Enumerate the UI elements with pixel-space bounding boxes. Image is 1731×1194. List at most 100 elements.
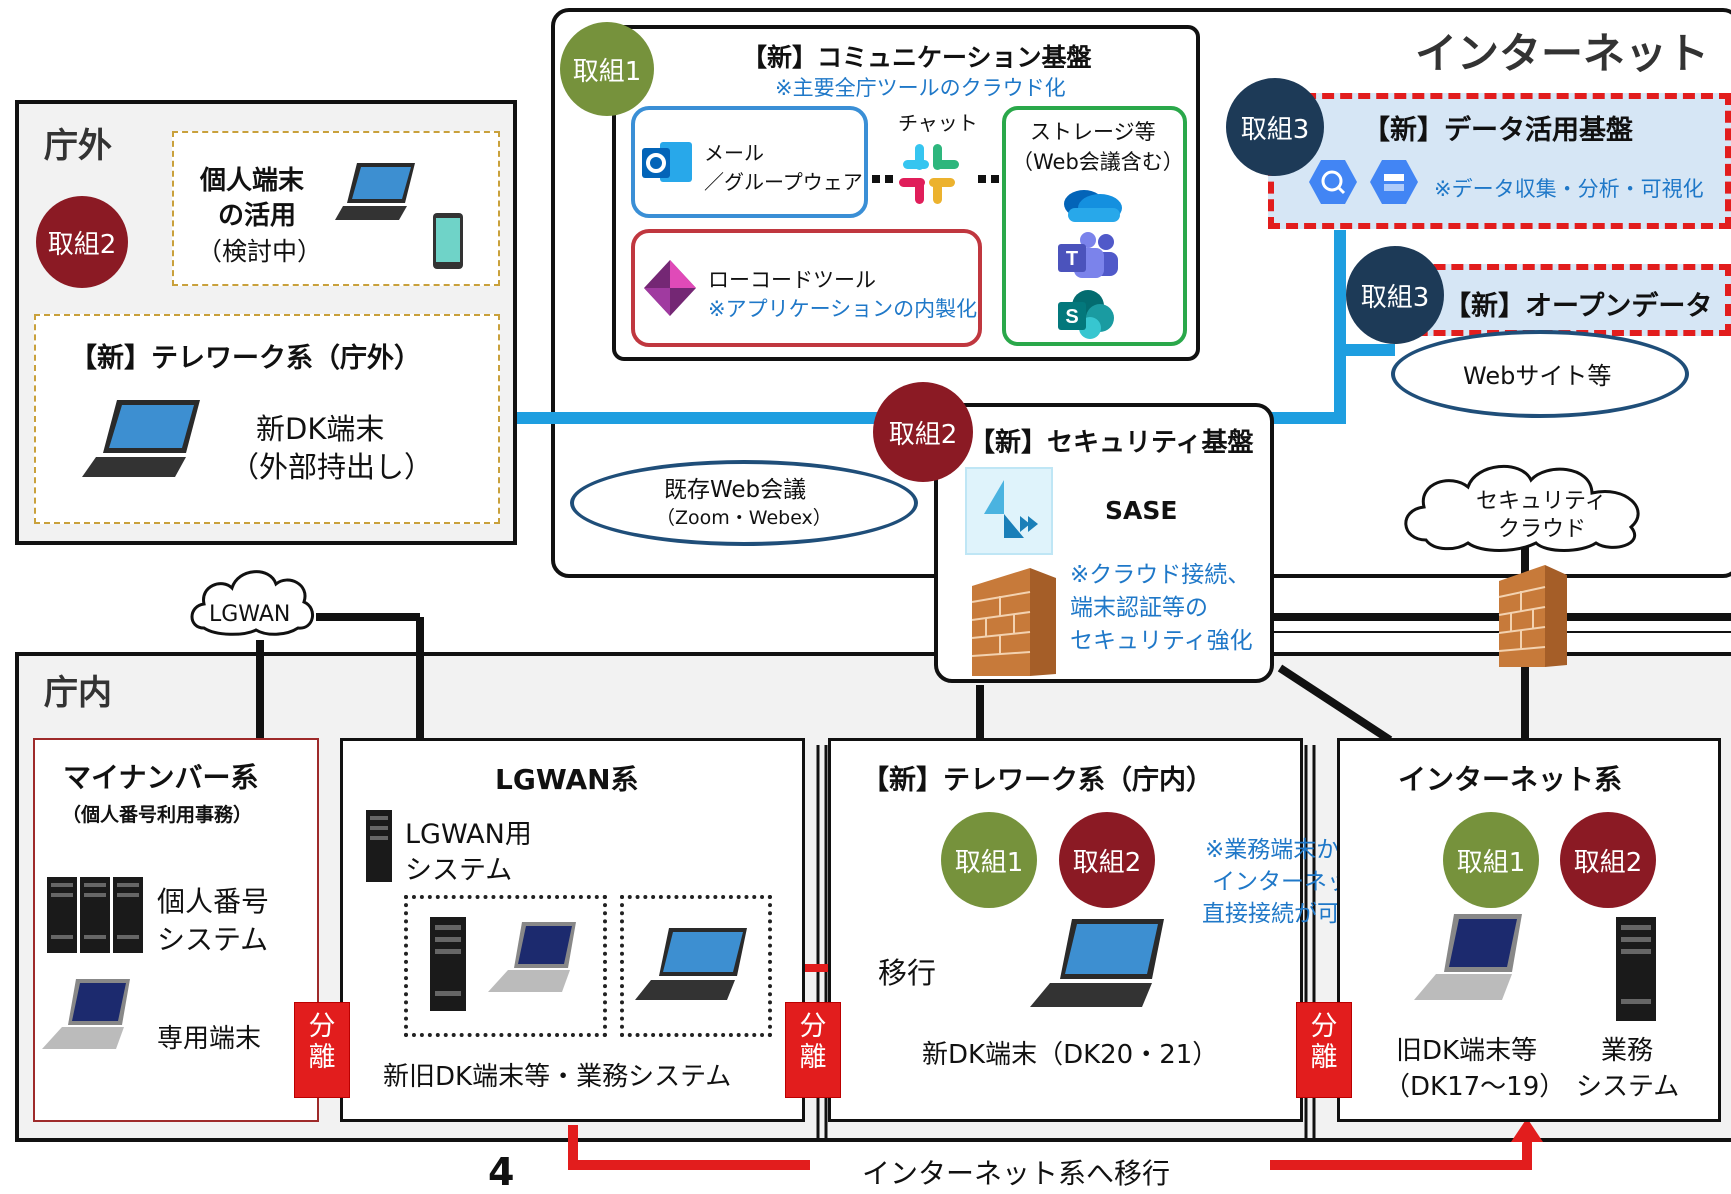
outlook-icon xyxy=(642,142,692,182)
mynumber-terminal: 専用端末 xyxy=(157,1024,262,1054)
personal-device-title-2: の活用 xyxy=(218,201,297,231)
lgwan-cloud-label: LGWAN xyxy=(209,602,291,627)
migrate-label: 移行 xyxy=(878,956,937,990)
bigquery-icon xyxy=(1309,160,1357,204)
telework-inside-title: 【新】テレワーク系（庁内） xyxy=(862,765,1213,796)
laptop-icon xyxy=(1414,914,1522,1000)
telework-outside-title: 【新】テレワーク系（庁外） xyxy=(70,343,421,374)
mail-label-1: メール xyxy=(704,141,764,165)
badge-initiative2-security: 取組2 xyxy=(873,382,973,482)
cloud-storage-icon xyxy=(1370,160,1418,204)
comm-platform-subtitle: ※主要全庁ツールのクラウド化 xyxy=(775,76,1066,100)
lowcode-box xyxy=(631,229,982,347)
website-ellipse xyxy=(1391,330,1689,418)
firewall-icon xyxy=(971,568,1056,676)
mynumber-system-1: 個人番号 xyxy=(157,885,270,918)
existing-meeting-label-2: （Zoom・Webex） xyxy=(656,507,832,529)
badge-initiative2-telework: 取組2 xyxy=(1059,812,1155,908)
badge-initiative2-outside: 取組2 xyxy=(36,196,128,288)
sase-icon xyxy=(965,467,1053,555)
storage-label-2: （Web会議含む） xyxy=(1012,150,1184,174)
personal-device-status: （検討中） xyxy=(197,237,323,266)
telework-outside-box xyxy=(34,314,500,524)
storage-box xyxy=(1002,106,1187,346)
internet-old-device-1: 旧DK端末等 xyxy=(1396,1036,1538,1066)
lowcode-label-1: ローコードツール xyxy=(708,268,876,292)
security-note-3: セキュリティ強化 xyxy=(1070,628,1253,654)
security-cloud-label-1: セキュリティ xyxy=(1476,489,1607,514)
laptop-icon xyxy=(82,400,200,477)
internet-area-title: インターネット xyxy=(1415,29,1710,78)
telework-outside-device-2: （外部持出し） xyxy=(230,450,434,484)
personal-device-title-1: 個人端末 xyxy=(200,166,305,196)
mynumber-title: マイナンバー系 xyxy=(63,761,259,794)
chat-label: チャット xyxy=(898,111,978,135)
lgwan-system-1: LGWAN用 xyxy=(405,819,532,850)
lgwan-caption: 新旧DK端末等・業務システム xyxy=(383,1062,732,1092)
internet-biz-system-1: 業務 xyxy=(1601,1036,1654,1066)
lgwan-cloud-shape xyxy=(190,570,314,636)
connector-dots xyxy=(872,175,999,183)
power-apps-icon xyxy=(644,260,696,316)
telework-outside-device-1: 新DK端末 xyxy=(256,412,385,446)
telework-inside-box xyxy=(828,738,1303,1122)
slack-icon xyxy=(899,144,959,204)
internet-inside-title: インターネット系 xyxy=(1398,763,1623,796)
security-note-1: ※クラウド接続、 xyxy=(1070,562,1251,588)
internet-biz-system-2: システム xyxy=(1576,1072,1680,1102)
mynumber-system-2: システム xyxy=(157,923,269,956)
sharepoint-icon: S xyxy=(1058,290,1114,339)
onedrive-icon xyxy=(1064,190,1122,222)
separation-badge: 分離 xyxy=(1296,1002,1352,1098)
security-cloud-shape xyxy=(1404,464,1640,552)
mail-box xyxy=(631,106,868,218)
separation-badge: 分離 xyxy=(785,1002,841,1098)
telework-inside-device: 新DK端末（DK20・21） xyxy=(922,1040,1219,1070)
laptop-icon xyxy=(635,928,747,1000)
open-data-title: 【新】オープンデータ xyxy=(1444,291,1713,322)
badge-initiative1-telework: 取組1 xyxy=(941,812,1037,908)
svg-text:S: S xyxy=(1065,306,1078,328)
lgwan-system-2: システム xyxy=(405,855,513,886)
data-platform-title: 【新】データ活用基盤 xyxy=(1363,115,1633,146)
badge-initiative3-open-data: 取組3 xyxy=(1346,246,1444,344)
lowcode-label-2: ※アプリケーションの内製化 xyxy=(708,297,978,321)
svg-text:T: T xyxy=(1066,248,1078,270)
security-note-2: 端末認証等の xyxy=(1070,595,1208,621)
server-icon xyxy=(430,917,466,1011)
separation-badge: 分離 xyxy=(294,1002,350,1098)
laptop-icon xyxy=(335,163,415,220)
internet-old-device-2: （DK17～19） xyxy=(1384,1072,1566,1102)
laptop-icon xyxy=(1030,919,1164,1007)
badge-initiative2-internet: 取組2 xyxy=(1560,812,1656,908)
internet-inside-box xyxy=(1337,738,1721,1122)
website-label: Webサイト等 xyxy=(1463,362,1612,390)
storage-label-1: ストレージ等 xyxy=(1030,120,1156,144)
lgwan-new-device-group xyxy=(620,895,772,1037)
laptop-icon xyxy=(488,922,576,992)
comm-platform-title: 【新】コミュニケーション基盤 xyxy=(742,43,1092,72)
smartphone-icon xyxy=(433,213,463,269)
security-cloud-label-2: クラウド xyxy=(1498,517,1587,542)
laptop-icon xyxy=(42,979,130,1049)
page-number: 4 xyxy=(488,1150,515,1194)
firewall-icon xyxy=(1498,565,1567,667)
outside-area-title: 庁外 xyxy=(44,126,112,166)
sase-label: SASE xyxy=(1105,496,1178,525)
server-rack-icon xyxy=(47,877,143,953)
data-platform-note: ※データ収集・分析・可視化 xyxy=(1434,177,1704,201)
existing-meeting-ellipse xyxy=(570,460,918,546)
lgwan-devices-group xyxy=(404,895,607,1037)
badge-initiative1-comm: 取組1 xyxy=(560,22,654,116)
security-platform-title: 【新】セキュリティ基盤 xyxy=(969,428,1254,458)
badge-initiative3-data: 取組3 xyxy=(1226,78,1324,176)
mail-label-2: ／グループウェア xyxy=(704,170,863,194)
badge-initiative1-internet: 取組1 xyxy=(1443,812,1539,908)
migrate-to-internet-label: インターネット系へ移行 xyxy=(862,1157,1171,1190)
lgwan-title: LGWAN系 xyxy=(495,763,639,796)
server-icon xyxy=(1616,917,1656,1021)
mynumber-subtitle: （個人番号利用事務） xyxy=(62,804,253,826)
teams-icon: T xyxy=(1058,232,1118,278)
existing-meeting-label-1: 既存Web会議 xyxy=(664,477,807,503)
server-icon xyxy=(366,810,392,882)
